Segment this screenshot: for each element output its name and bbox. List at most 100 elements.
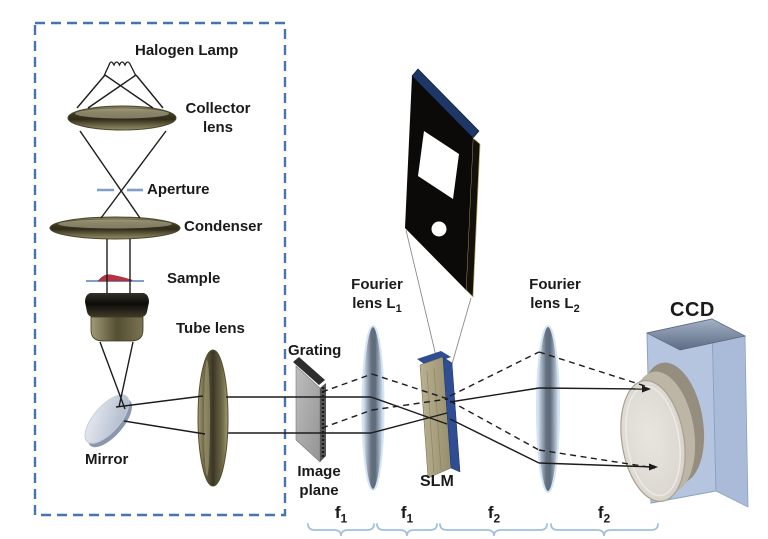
ray <box>104 74 154 109</box>
distance-marker-f1-a: f1 <box>331 503 351 526</box>
label-image-plane: Image plane <box>290 463 348 501</box>
mirror-shape <box>84 394 132 448</box>
label-aperture: Aperture <box>147 181 210 198</box>
ccd-side-face <box>711 318 749 508</box>
label-fourier1-sub: 1 <box>395 302 402 315</box>
dashed-ray <box>321 373 373 393</box>
ray <box>76 74 106 109</box>
filament-coil <box>103 61 137 77</box>
arrowhead <box>649 463 658 471</box>
objective-shape <box>85 293 149 342</box>
ray <box>135 74 164 109</box>
slm-face-texture-line <box>433 367 442 471</box>
ray <box>538 462 655 468</box>
sample-specimen <box>97 274 133 282</box>
dashed-ray <box>538 351 649 388</box>
label-halogen-lamp: Halogen Lamp <box>135 42 239 59</box>
dashed-rays <box>321 351 656 469</box>
ray <box>370 396 448 425</box>
dashed-ray <box>321 409 373 429</box>
ray <box>118 341 134 408</box>
label-tube-lens: Tube lens <box>176 320 245 337</box>
label-fourier-lens-1: Fourier lens L1 <box>339 276 415 314</box>
label-fourier2-line2: lens L <box>530 294 574 312</box>
label-fourier2-line1: Fourier <box>529 276 581 293</box>
fourier-lens-l1-shape <box>361 325 385 491</box>
label-image-line1: Image <box>297 463 341 480</box>
label-grating: Grating <box>288 342 342 359</box>
fourier-lens-l2-shape <box>536 325 560 493</box>
slm-mask-inset-panel <box>405 68 481 365</box>
distance-marker-f1-b: f1 <box>397 503 417 526</box>
distance-marker-f2-b: f2 <box>594 503 614 526</box>
sample-shape <box>86 274 144 282</box>
brace-f2-b <box>550 523 659 537</box>
brace-f1-b <box>376 523 438 537</box>
dashed-ray <box>371 373 449 400</box>
grating-top-frame <box>293 357 325 385</box>
label-slm: SLM <box>420 473 454 490</box>
label-sample: Sample <box>167 270 221 287</box>
ccd-top-face <box>645 318 747 351</box>
ray <box>100 130 167 219</box>
brace-f1-a <box>307 523 375 537</box>
grating-ruled-edge <box>320 383 326 462</box>
dashed-ray <box>538 449 656 469</box>
label-fourier-lens-2: Fourier lens L2 <box>517 276 593 314</box>
ray-arrowheads <box>642 385 658 471</box>
inset-connector-line-left <box>405 229 437 357</box>
tube-lens-highlight <box>204 360 210 476</box>
slm-blue-screen-edge <box>442 356 461 473</box>
halogen-lamp-filament <box>103 61 137 77</box>
inset-panel-side-edge <box>465 137 481 298</box>
objective-body <box>90 316 144 342</box>
f2b-symbol: f <box>597 503 604 522</box>
brace-f2-a <box>439 523 548 537</box>
f1b-sub: 1 <box>406 511 414 526</box>
arrowhead <box>642 385 651 393</box>
ray <box>449 387 540 403</box>
condenser-lens-highlight <box>58 219 172 229</box>
objective-top <box>85 293 149 317</box>
f2b-sub: 2 <box>603 511 611 526</box>
ray <box>87 74 137 109</box>
tube-lens-shape <box>197 349 229 487</box>
ray <box>123 420 206 435</box>
label-collector-line2: lens <box>202 118 233 136</box>
label-fourier1-line1: Fourier <box>351 276 403 293</box>
label-image-line2: plane <box>299 481 339 499</box>
ray <box>370 412 448 434</box>
label-mirror: Mirror <box>85 451 129 468</box>
ray <box>538 387 648 390</box>
microscope-enclosure-dashed-border <box>33 21 287 517</box>
ccd-lens-front-face <box>620 379 686 503</box>
label-collector-lens: Collector lens <box>180 100 256 138</box>
f1b-symbol: f <box>400 503 407 522</box>
distance-marker-f2-a: f2 <box>484 503 504 526</box>
ray <box>115 395 204 408</box>
ray <box>79 130 141 219</box>
inset-mask-rectangular-window <box>418 131 459 199</box>
dashed-ray <box>371 398 449 411</box>
slm-top-bevel <box>417 351 451 366</box>
f1a-sub: 1 <box>340 511 348 526</box>
f1a-symbol: f <box>334 503 341 522</box>
label-fourier2-sub: 2 <box>573 302 580 315</box>
collector-lens-highlight <box>75 108 169 119</box>
label-collector-line1: Collector <box>185 100 251 117</box>
label-ccd: CCD <box>670 299 715 321</box>
grating <box>293 357 326 463</box>
distance-braces <box>307 523 659 537</box>
label-fourier1-line2: lens L <box>352 294 396 312</box>
inset-mask-circular-window <box>431 221 447 237</box>
f2a-symbol: f <box>487 503 494 522</box>
label-condenser: Condenser <box>184 218 263 235</box>
slm-face-texture-line <box>426 370 435 474</box>
dashed-ray <box>449 400 540 451</box>
ray <box>449 418 540 464</box>
f2a-sub: 2 <box>493 511 501 526</box>
slm-device <box>417 351 461 479</box>
inset-connector-line-right <box>451 297 472 365</box>
